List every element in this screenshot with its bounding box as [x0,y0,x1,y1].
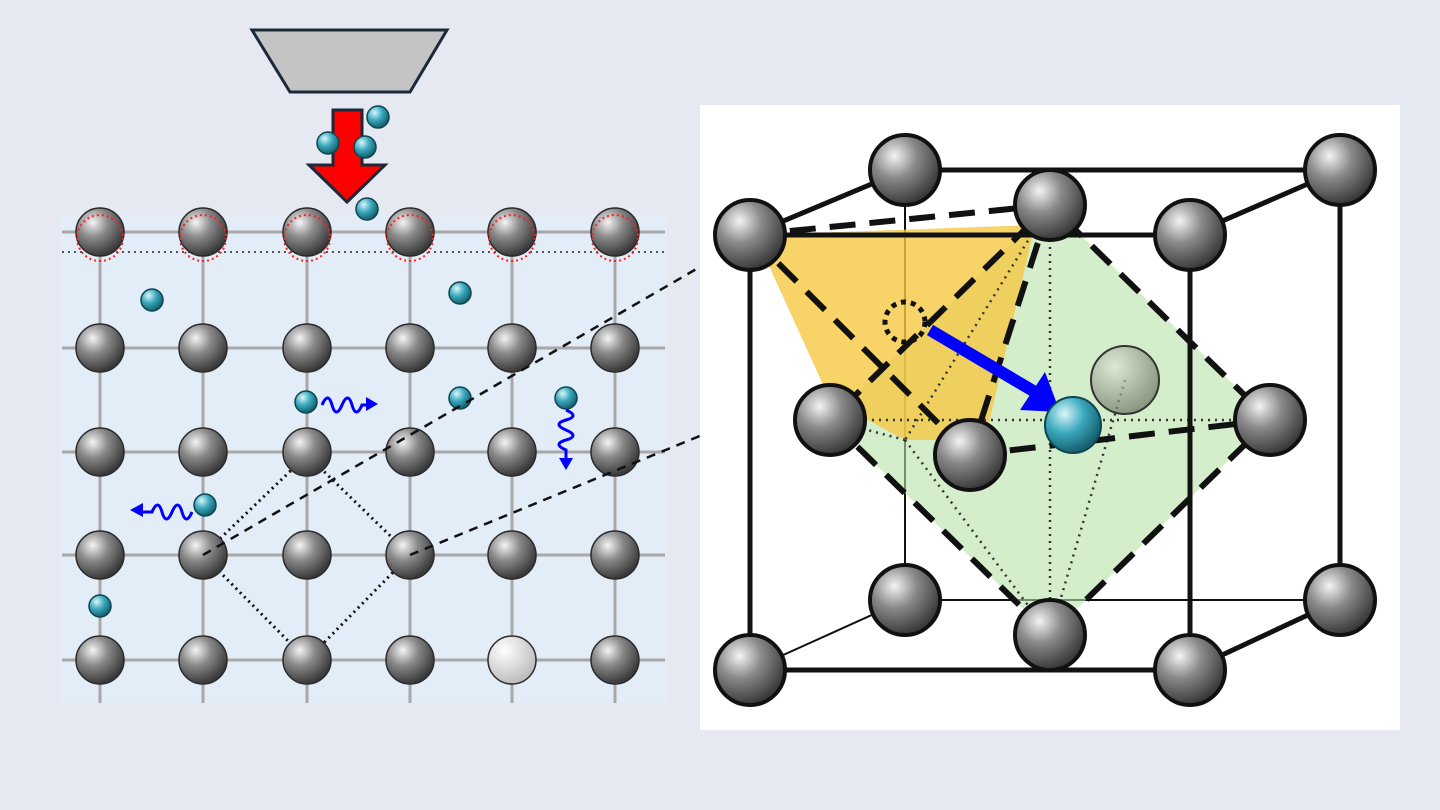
cube-atom [713,198,787,272]
hydrogen-atom [554,386,578,410]
hydrogen-atom [448,386,472,410]
wavy-arrow-left [142,503,194,521]
cube-atom [933,418,1007,492]
lattice-atom [385,635,435,685]
lattice-atom [282,207,332,257]
lattice-atom [590,530,640,580]
cube-atom [868,133,942,207]
hydrogen-atom [88,594,112,618]
unit-cell-panel [700,105,1400,730]
cube-atom [1153,633,1227,707]
cube-atom [1303,563,1377,637]
cube-atom [1153,198,1227,272]
lattice-atom [75,427,125,477]
lattice-atom [590,427,640,477]
surface-atom-marker [488,214,536,262]
lattice-atom [178,323,228,373]
lattice-atom [487,207,537,257]
surface-atom-marker [283,214,331,262]
indenter-tip [249,28,450,94]
lattice-atom [282,635,332,685]
load-arrow [305,108,389,205]
lattice-panel [60,28,666,703]
cube-atoms [713,133,1377,707]
surface-atom-marker [591,214,639,262]
back-face-atom [1090,345,1160,415]
vacancy-atom [487,635,537,685]
lattice-atom [590,207,640,257]
lattice-atom [487,323,537,373]
hydrogen-atom [316,131,340,155]
wavy-arrow-down [557,408,575,458]
cube-atom [713,633,787,707]
cube-atom [1303,133,1377,207]
lattice-atom [282,427,332,477]
lattice-atom [75,635,125,685]
hydrogen-atoms [88,105,578,618]
cube-atom [793,383,867,457]
lattice-atom [385,323,435,373]
lattice-atom [75,530,125,580]
hydrogen-atom [448,281,472,305]
lattice-atom [590,323,640,373]
lattice-atom [590,635,640,685]
lattice-atom [282,530,332,580]
diffusion-arrows [130,396,575,521]
lattice-atom [385,427,435,477]
lattice-atom [487,530,537,580]
jump-arrow [926,324,1039,398]
unit-cell-outline [200,452,413,663]
lattice-atom [385,207,435,257]
lattice-atom [178,427,228,477]
lattice-atom [487,427,537,477]
lattice-atom [75,323,125,373]
hydrogen-atom [355,197,379,221]
surface-atom-marker [76,214,124,262]
tetrahedral-void-marker [882,299,928,345]
interstitial-hydrogen [1044,396,1102,454]
lattice-atom [178,207,228,257]
lattice-atom [178,635,228,685]
hydrogen-atom [294,390,318,414]
wavy-arrow-right [320,396,372,414]
hydrogen-atom [140,288,164,312]
hydrogen-atom [366,105,390,129]
lattice-atoms [75,207,640,685]
hydrogen-atom [353,135,377,159]
cube-atom [1013,598,1087,672]
surface-atom-marker [386,214,434,262]
cube-atom [1233,383,1307,457]
cube-atom [868,563,942,637]
lattice-atom [282,323,332,373]
cube-atom [1013,168,1087,242]
hydrogen-atom [193,493,217,517]
lattice-atom [75,207,125,257]
surface-atom-marker [179,214,227,262]
